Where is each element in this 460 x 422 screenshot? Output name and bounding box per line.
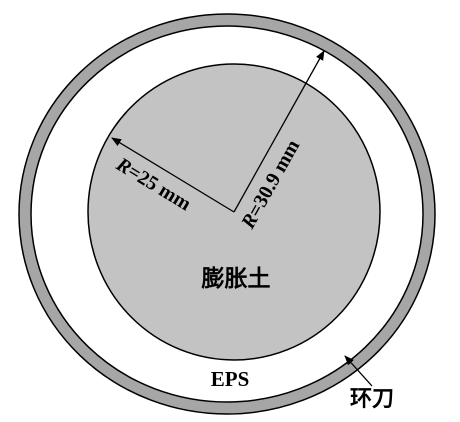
ring-leader-line <box>344 355 373 387</box>
inner-radius-arrow <box>111 137 235 213</box>
outer-radius-arrow <box>233 50 325 213</box>
expansive-soil-label: 膨胀土 <box>201 266 271 291</box>
cutting-ring-label: 环刀 <box>350 386 394 411</box>
eps-label: EPS <box>211 367 250 391</box>
